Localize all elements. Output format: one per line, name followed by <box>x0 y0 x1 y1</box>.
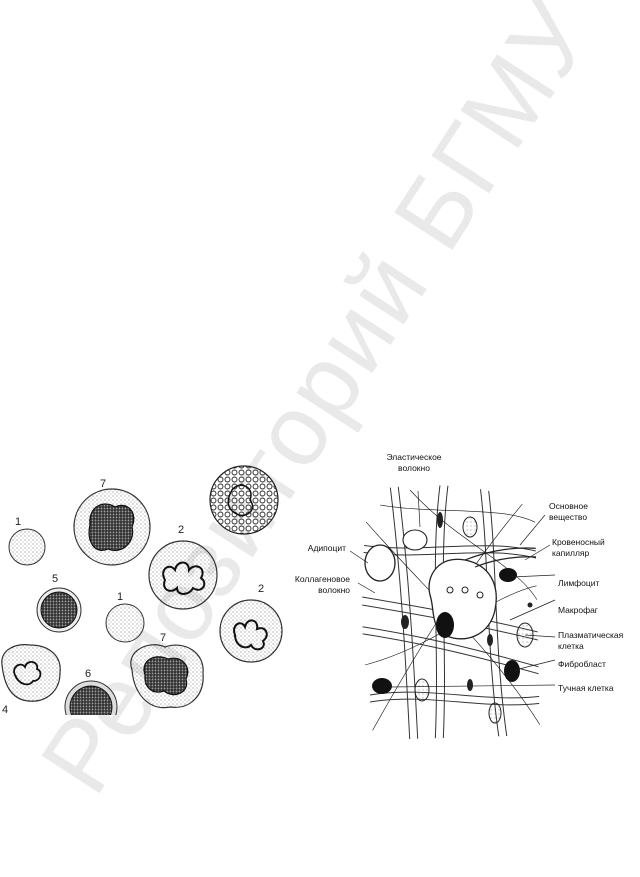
label-plasma-cell: клетка <box>558 641 584 651</box>
cell-number: 7 <box>160 632 166 644</box>
cell-nucleus <box>88 503 135 552</box>
eosinophil-cell <box>1 644 61 702</box>
label-elastic-fiber: Эластическое <box>386 452 441 462</box>
cell-number: 2 <box>178 524 184 536</box>
label-capillary: капилляр <box>552 548 590 558</box>
label-capillary: Кровеносный <box>552 537 605 547</box>
lymphocyte-nucleus <box>499 568 517 582</box>
adipocyte-shape <box>364 544 396 582</box>
blood-cells-figure: 1 7 2 5 1 2 4 6 7 <box>1 465 283 715</box>
neutrophil-cell <box>219 599 283 663</box>
cell-nucleus <box>69 685 113 715</box>
label-fibroblast: Фибробласт <box>558 659 606 669</box>
label-collagen-fiber: Коллагеновое <box>295 574 350 584</box>
label-mast-cell: Тучная клетка <box>558 683 614 693</box>
cell-nucleus <box>227 484 254 517</box>
neutrophil-cell <box>148 540 218 610</box>
cell-number: 5 <box>52 573 58 585</box>
cell-number: 7 <box>100 478 106 490</box>
label-macrophage: Макрофаг <box>558 605 598 615</box>
cell-nucleus <box>40 591 78 629</box>
tissue-area <box>362 485 540 741</box>
label-adipocyte: Адипоцит <box>308 543 346 553</box>
cell-nucleus <box>162 561 206 595</box>
label-lymphocyte: Лимфоцит <box>558 578 600 588</box>
label-ground-substance: вещество <box>549 512 587 522</box>
label-ground-substance: Основное <box>549 501 588 511</box>
cell-number: 1 <box>15 516 21 528</box>
cell-number: 4 <box>2 704 8 715</box>
cell-nucleus <box>13 661 42 686</box>
cell-number: 6 <box>85 668 91 680</box>
label-plasma-cell: Плазматическая <box>558 630 624 640</box>
fibroblast-nucleus <box>504 660 520 682</box>
cell-number: 1 <box>117 591 123 603</box>
cell-number: 2 <box>258 583 264 595</box>
cell-nucleus <box>233 619 268 651</box>
macrophage-nucleus <box>436 612 454 638</box>
small-lymphocyte-cell <box>105 603 145 643</box>
connective-tissue-figure: Эластическое волокно Основное вещество А… <box>295 452 624 741</box>
basophil-cell <box>209 465 279 535</box>
small-lymphocyte-cell <box>8 528 46 566</box>
label-elastic-fiber: волокно <box>398 463 430 473</box>
mast-cell <box>372 678 392 694</box>
cell-nucleus <box>143 656 189 696</box>
label-collagen-fiber: волокно <box>318 585 350 595</box>
